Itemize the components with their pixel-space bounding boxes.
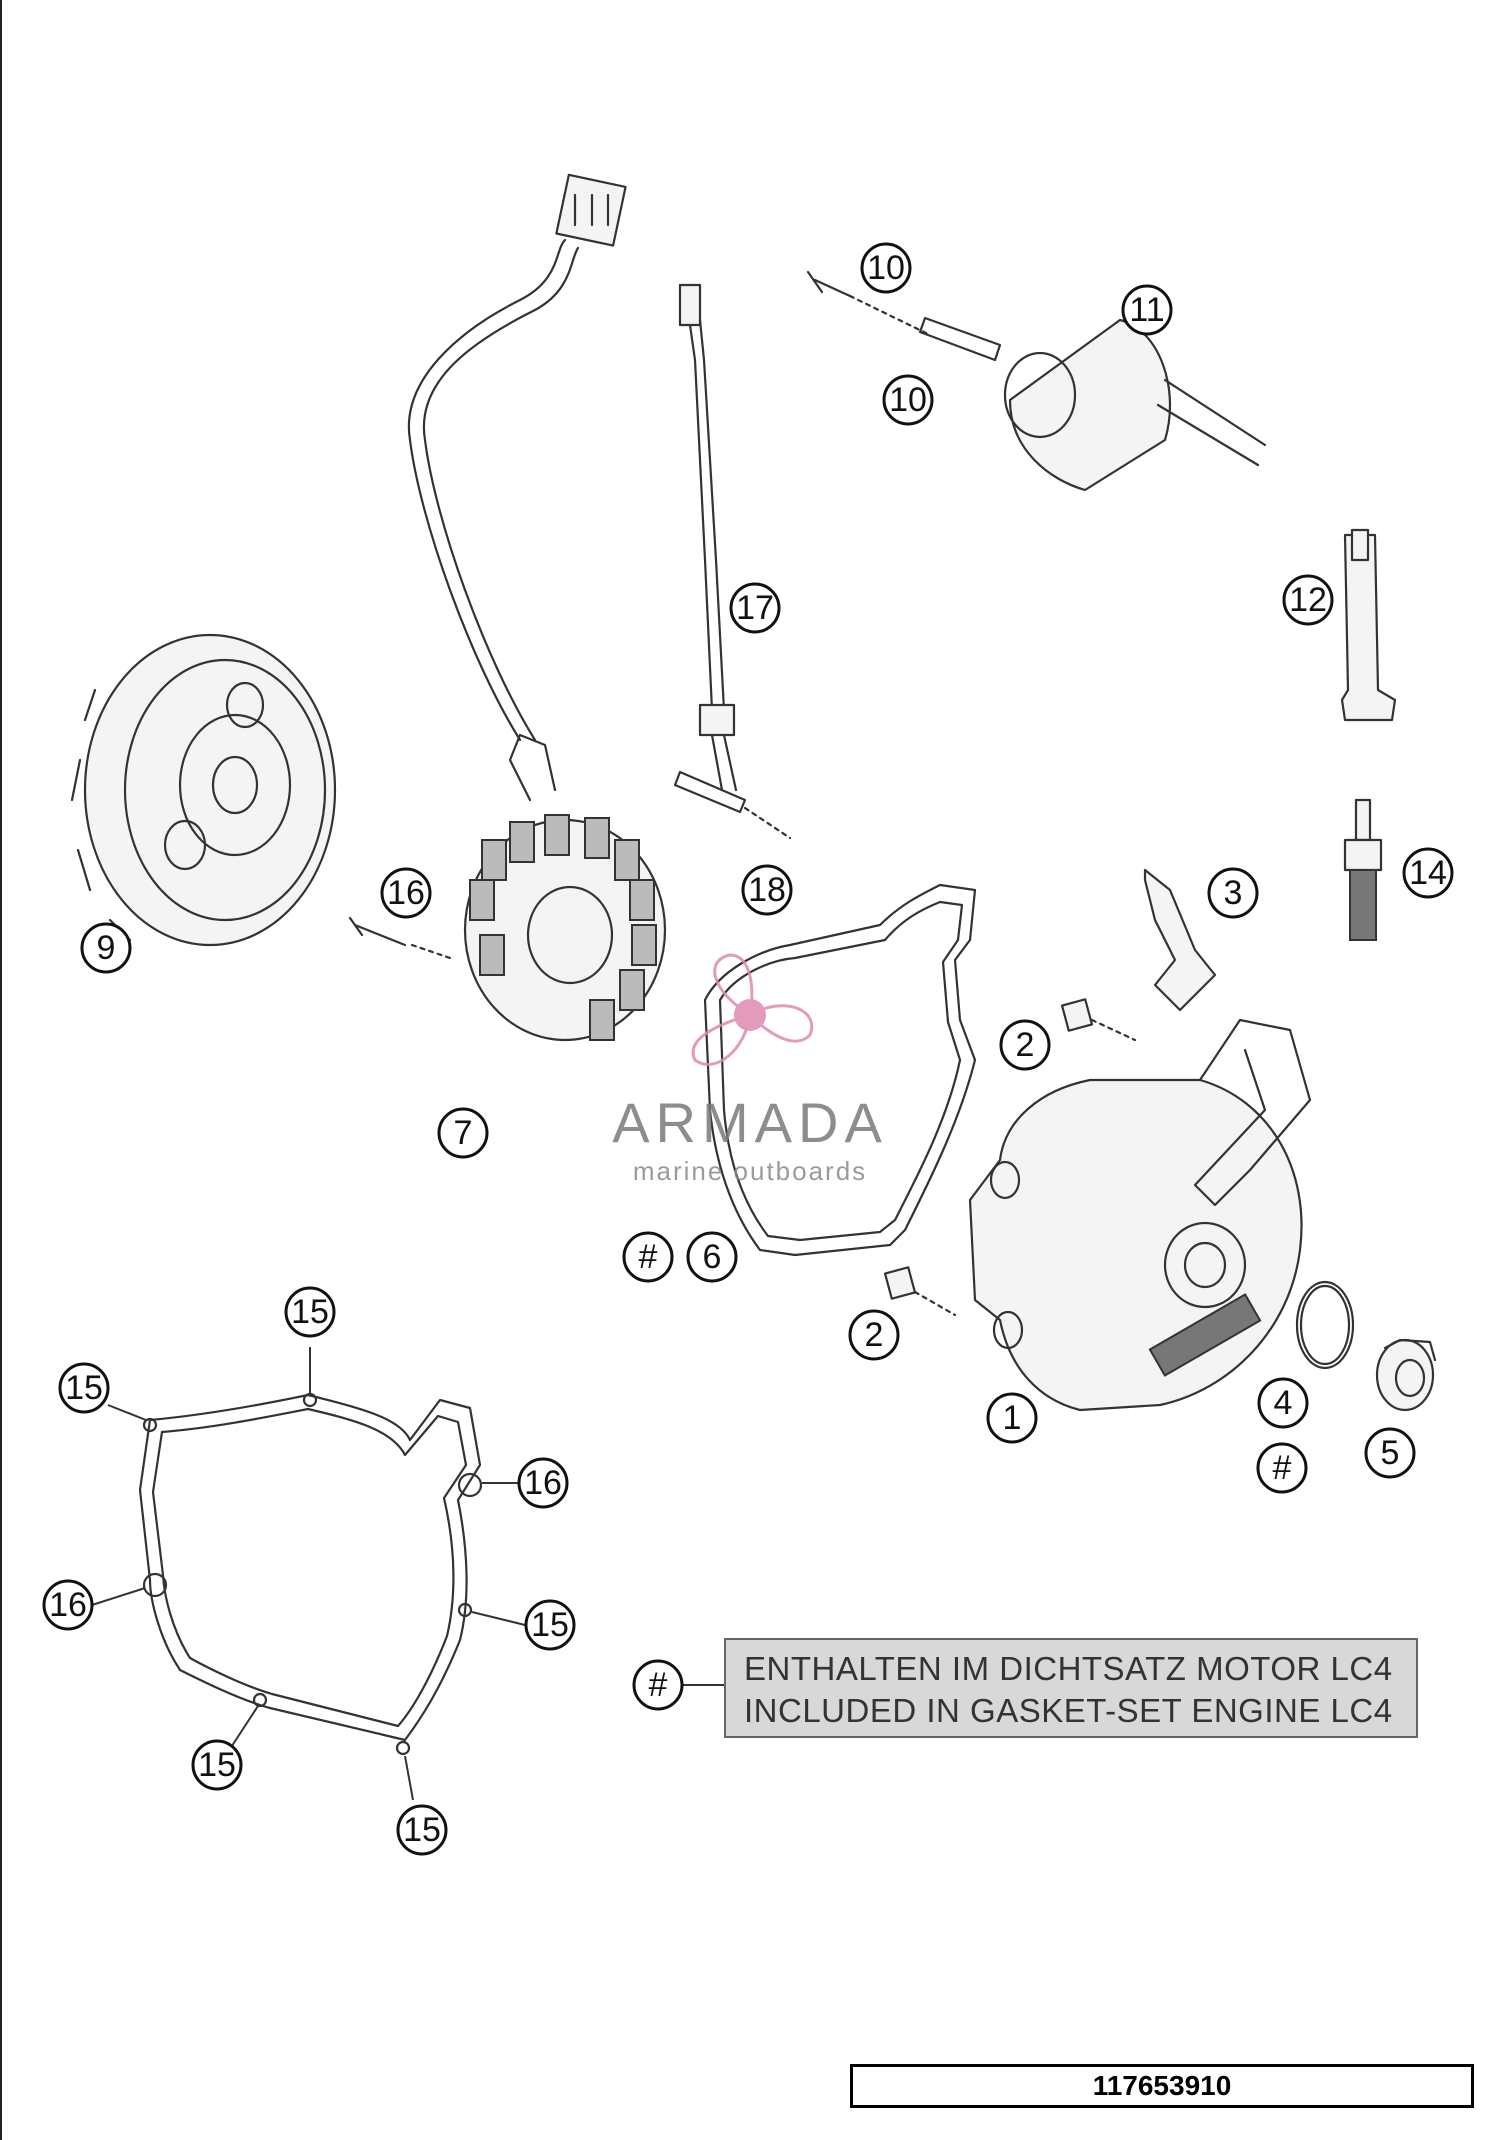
callout-3: 3 [1207, 867, 1259, 919]
callout-6-label: 6 [703, 1238, 722, 1276]
callout-16-b: 16 [517, 1457, 569, 1509]
callout-1-label: 1 [1003, 1399, 1022, 1437]
gasket-set-note: ENTHALTEN IM DICHTSATZ MOTOR LC4 INCLUDE… [724, 1638, 1418, 1738]
callout-18-label: 18 [748, 871, 786, 909]
callout-4-label: 4 [1274, 1384, 1293, 1422]
callout-15-d-label: 15 [198, 1746, 236, 1784]
flywheel-part [70, 633, 337, 947]
callout-15-e: 15 [396, 1804, 448, 1856]
callout-10-top: 10 [860, 242, 912, 294]
callout-2-bottom: 2 [848, 1309, 900, 1361]
gasket-detail-part [138, 1392, 483, 1756]
starter-motor-part [806, 270, 1267, 492]
drawing-number: 117653910 [850, 2064, 1474, 2108]
callout-12-label: 12 [1289, 581, 1327, 619]
ignition-coil-part [1340, 528, 1397, 722]
callout-18: 18 [741, 864, 793, 916]
stator-bolt-part [348, 916, 452, 960]
callout-14-label: 14 [1409, 854, 1447, 892]
left-border-line [0, 0, 2, 2140]
legend-hash-label: # [649, 1666, 668, 1704]
callout-4-hash-label: # [1273, 1449, 1292, 1487]
callout-15-c: 15 [524, 1599, 576, 1651]
callout-16-b-label: 16 [524, 1464, 562, 1502]
callout-14: 14 [1402, 847, 1454, 899]
o-ring-part [1295, 1280, 1355, 1370]
callout-16-c-label: 16 [49, 1586, 87, 1624]
callout-6-hash-label: # [639, 1238, 658, 1276]
callout-11: 11 [1121, 284, 1173, 336]
callout-3-label: 3 [1224, 874, 1243, 912]
callout-2-top: 2 [999, 1019, 1051, 1071]
spark-plug-part [1343, 798, 1383, 941]
callout-10-bottom-label: 10 [889, 381, 927, 419]
pickup-sensor-part [673, 283, 792, 840]
note-line-english: INCLUDED IN GASKET-SET ENGINE LC4 [744, 1692, 1393, 1729]
callout-17-label: 17 [736, 589, 774, 627]
callout-4-hash: # [1256, 1442, 1308, 1494]
callout-17: 17 [729, 582, 781, 634]
callout-9: 9 [80, 922, 132, 974]
watermark-tagline: marine outboards [632, 1156, 868, 1186]
ignition-cover-part [968, 1018, 1312, 1412]
callout-15-a: 15 [284, 1286, 336, 1338]
callout-12: 12 [1282, 574, 1334, 626]
callout-15-a-label: 15 [291, 1293, 329, 1331]
clip-part [1143, 868, 1217, 1012]
watermark-name: ARMADA [612, 1091, 888, 1154]
callout-10-top-label: 10 [867, 249, 905, 287]
callout-6-hash: # [622, 1231, 674, 1283]
callout-9-label: 9 [97, 929, 116, 967]
callout-5-label: 5 [1381, 1434, 1400, 1472]
legend-hash-symbol: # [632, 1659, 684, 1711]
callout-2-top-label: 2 [1016, 1026, 1035, 1064]
gasket-part [703, 883, 977, 1257]
callout-16-a-label: 16 [387, 874, 425, 912]
watermark: ARMADA marine outboards [590, 950, 910, 1190]
propeller-logo-icon [691, 953, 814, 1066]
callout-16-c: 16 [42, 1579, 94, 1631]
callout-15-b-label: 15 [65, 1369, 103, 1407]
callout-4: 4 [1257, 1377, 1309, 1429]
callout-6: 6 [686, 1231, 738, 1283]
callout-7: 7 [437, 1107, 489, 1159]
stator-part [407, 173, 667, 1042]
callout-2-bottom-label: 2 [865, 1316, 884, 1354]
callout-7-label: 7 [454, 1114, 473, 1152]
callout-10-bottom: 10 [882, 374, 934, 426]
callout-15-d: 15 [191, 1739, 243, 1791]
note-line-german: ENTHALTEN IM DICHTSATZ MOTOR LC4 [744, 1650, 1393, 1687]
callout-16-a: 16 [380, 867, 432, 919]
callout-11-label: 11 [1129, 291, 1164, 329]
callout-15-e-label: 15 [403, 1811, 441, 1849]
callout-1: 1 [986, 1392, 1038, 1444]
callout-15-c-label: 15 [531, 1606, 569, 1644]
leader-lines [91, 1347, 724, 1801]
callout-15-b: 15 [58, 1362, 110, 1414]
callout-5: 5 [1364, 1427, 1416, 1479]
dowel-pin-part [883, 998, 1137, 1317]
screw-plug-part [1375, 1338, 1437, 1412]
